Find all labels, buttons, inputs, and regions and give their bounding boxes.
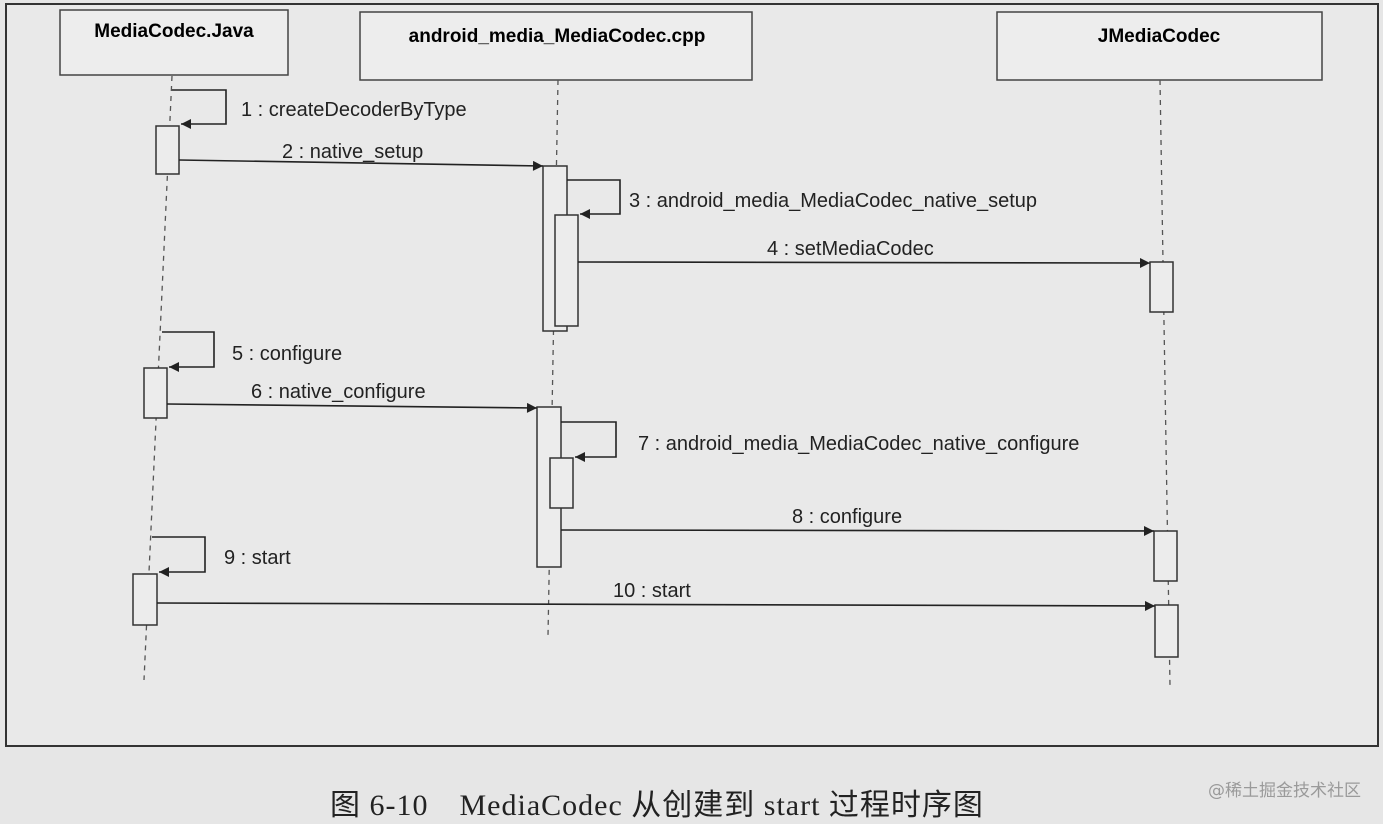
message-arrow-1	[172, 89, 227, 129]
message-label-9: 9 : start	[224, 547, 291, 569]
message-arrow-6	[166, 402, 538, 413]
diagram-frame	[5, 3, 1379, 747]
participant-label: android_media_MediaCodec.cpp	[409, 26, 706, 47]
message-arrow-9	[152, 536, 206, 577]
message-label-6: 6 : native_configure	[251, 381, 426, 403]
participant-label: MediaCodec.Java	[94, 21, 254, 42]
message-label-4: 4 : setMediaCodec	[767, 238, 934, 260]
message-arrow-3	[567, 179, 621, 219]
activation-bar	[1154, 604, 1179, 658]
activation-bar	[549, 457, 574, 509]
activation-bar	[1149, 261, 1174, 313]
message-arrow-5	[162, 331, 215, 372]
message-arrow-4	[577, 257, 1151, 268]
message-arrow-7	[561, 421, 617, 462]
message-label-1: 1 : createDecoderByType	[241, 99, 467, 121]
activation-bar	[143, 367, 168, 419]
message-label-5: 5 : configure	[232, 343, 342, 365]
message-label-2: 2 : native_setup	[282, 141, 423, 163]
lifeline-jmediacodec	[1159, 79, 1171, 687]
message-label-3: 3 : android_media_MediaCodec_native_setu…	[629, 190, 1037, 212]
activation-bar	[1153, 530, 1178, 582]
figure-caption: 图 6-10 MediaCodec 从创建到 start 过程时序图	[330, 789, 984, 822]
message-arrow-2	[178, 159, 544, 171]
activation-bar	[155, 125, 180, 175]
participant-label: JMediaCodec	[1098, 26, 1221, 47]
participant-mediacodec-java: MediaCodec.Java	[59, 9, 289, 76]
message-arrow-10	[156, 600, 1156, 611]
activation-bar	[554, 214, 579, 327]
message-arrow-8	[560, 525, 1155, 536]
watermark: @稀土掘金技术社区	[1208, 781, 1361, 801]
participant-jmediacodec: JMediaCodec	[996, 11, 1323, 81]
message-label-8: 8 : configure	[792, 506, 902, 528]
message-label-7: 7 : android_media_MediaCodec_native_conf…	[638, 433, 1079, 455]
activation-bar	[132, 573, 158, 626]
participant-android-media-mediacodec-cpp: android_media_MediaCodec.cpp	[359, 11, 753, 81]
message-label-10: 10 : start	[613, 580, 691, 602]
